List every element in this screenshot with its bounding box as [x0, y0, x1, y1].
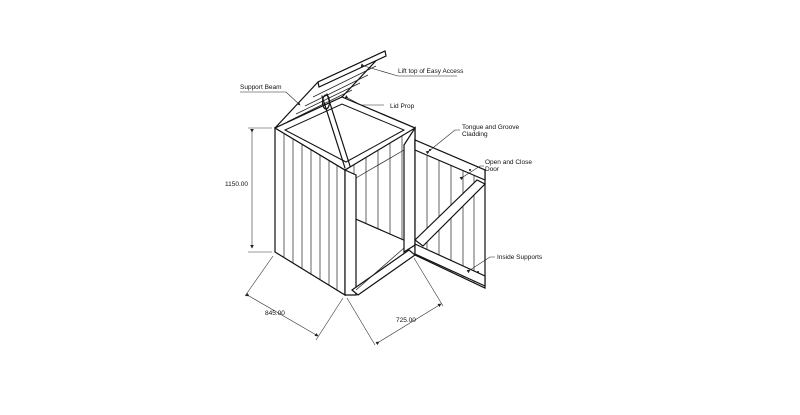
height-dimension: 1150.00 — [225, 127, 272, 253]
label-lift-top: Lift top of Easy Access — [398, 68, 464, 75]
label-door-2: Door — [485, 166, 500, 173]
lid-prop — [321, 93, 351, 169]
label-cladding-1: Tongue and Groove — [462, 124, 519, 131]
label-inside-supports: Inside Supports — [497, 254, 543, 261]
width-value: 725.00 — [396, 317, 416, 324]
depth-value: 845.00 — [265, 310, 285, 317]
label-lid-prop: Lid Prop — [390, 103, 415, 110]
depth-dimension: 845.00 — [244, 255, 344, 341]
front-frame — [273, 96, 417, 296]
width-dimension: 725.00 — [346, 257, 444, 346]
label-support-beam: Support Beam — [240, 84, 282, 91]
callouts: Lift top of Easy Access Support Beam Lid… — [240, 63, 543, 274]
label-cladding-2: Cladding — [462, 131, 488, 138]
height-value: 1150.00 — [225, 181, 248, 188]
door — [414, 139, 487, 289]
label-door-1: Open and Close — [485, 159, 532, 166]
